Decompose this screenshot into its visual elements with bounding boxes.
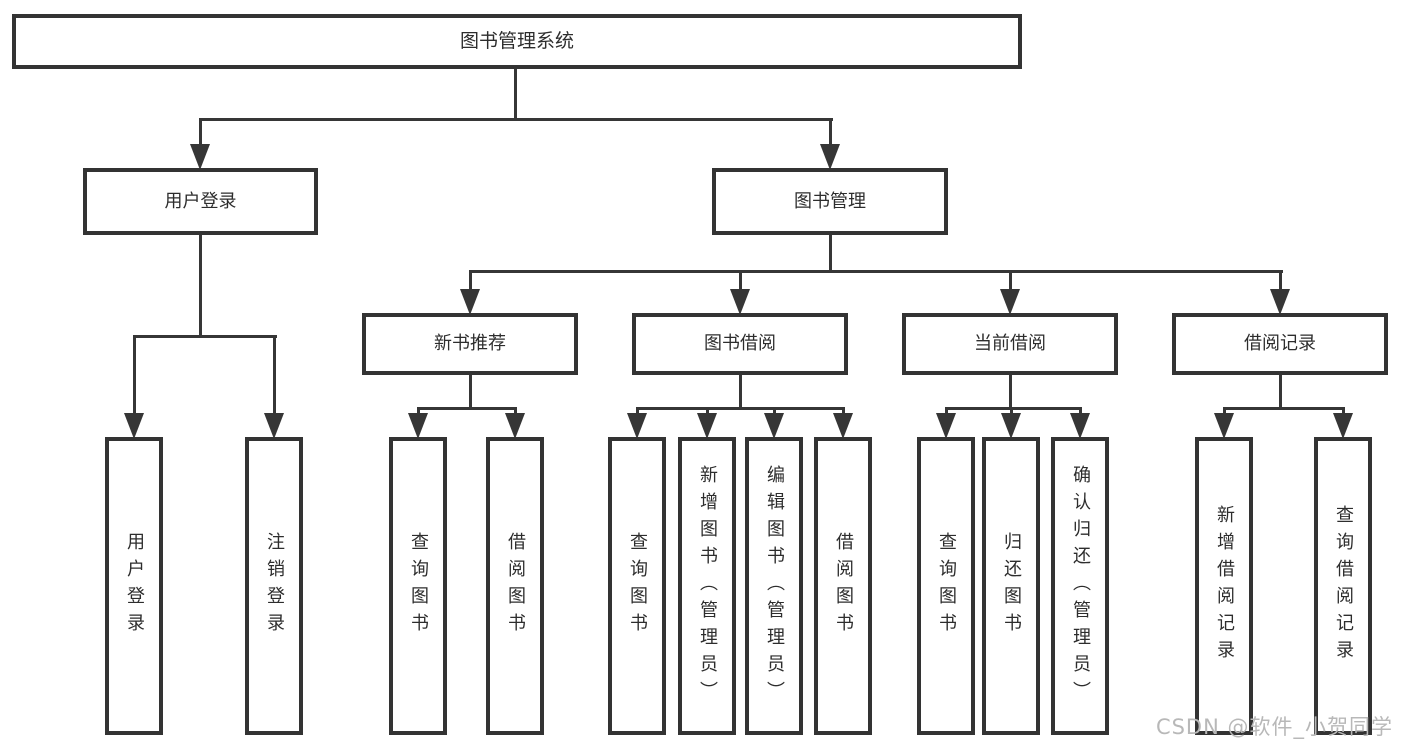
leaf-query-borrow-record-label: 查询借阅记录: [1333, 505, 1354, 667]
connector-line: [1009, 272, 1012, 291]
leaf-borrow-books-recommend-label: 借阅图书: [505, 532, 526, 640]
node-new-book-recommend: 新书推荐: [362, 313, 578, 375]
arrow-down-icon: [1270, 289, 1290, 315]
connector-line: [1079, 407, 1082, 414]
leaf-borrow-books-recommend: 借阅图书: [486, 437, 544, 735]
leaf-logout: 注销登录: [245, 437, 303, 735]
leaf-query-books-recommend: 查询图书: [389, 437, 447, 735]
connector-line: [273, 337, 276, 415]
connector-line: [1279, 375, 1282, 410]
leaf-query-books-borrowing-label: 查询图书: [627, 532, 648, 640]
connector-line: [417, 407, 517, 410]
leaf-query-books-current: 查询图书: [917, 437, 975, 735]
arrow-down-icon: [764, 413, 784, 439]
connector-line: [829, 235, 832, 273]
connector-line: [1223, 407, 1345, 410]
connector-line: [514, 69, 517, 120]
connector-line: [739, 272, 742, 291]
node-current-borrowing-label: 当前借阅: [974, 333, 1046, 355]
leaf-edit-book-admin-label: 编辑图书（管理员）: [764, 464, 785, 708]
leaf-borrow-books-borrowing: 借阅图书: [814, 437, 872, 735]
node-borrow-records: 借阅记录: [1172, 313, 1388, 375]
arrow-down-icon: [1070, 413, 1090, 439]
arrow-down-icon: [505, 413, 525, 439]
connector-line: [133, 335, 277, 338]
node-root: 图书管理系统: [12, 14, 1022, 69]
leaf-borrow-books-borrowing-label: 借阅图书: [833, 532, 854, 640]
connector-line: [773, 407, 776, 414]
arrow-down-icon: [1333, 413, 1353, 439]
connector-line: [199, 118, 833, 121]
node-new-book-recommend-label: 新书推荐: [434, 333, 506, 355]
node-current-borrowing: 当前借阅: [902, 313, 1118, 375]
leaf-logout-label: 注销登录: [264, 532, 285, 640]
connector-line: [199, 120, 202, 146]
connector-line: [945, 407, 1082, 410]
leaf-add-book-admin-label: 新增图书（管理员）: [697, 464, 718, 708]
connector-line: [1342, 407, 1345, 414]
connector-line: [417, 407, 420, 414]
connector-line: [469, 272, 472, 291]
connector-line: [636, 407, 639, 414]
connector-line: [842, 407, 845, 414]
leaf-edit-book-admin: 编辑图书（管理员）: [745, 437, 803, 735]
arrow-down-icon: [730, 289, 750, 315]
node-user-login: 用户登录: [83, 168, 318, 235]
leaf-return-books-label: 归还图书: [1001, 532, 1022, 640]
connector-line: [133, 337, 136, 415]
node-user-login-label: 用户登录: [164, 190, 237, 212]
connector-line: [1009, 375, 1012, 410]
leaf-query-books-recommend-label: 查询图书: [408, 532, 429, 640]
node-root-label: 图书管理系统: [459, 30, 574, 53]
node-book-management-label: 图书管理: [794, 190, 866, 212]
watermark: CSDN @软件_小贺同学: [1155, 715, 1393, 739]
leaf-confirm-return-admin: 确认归还（管理员）: [1051, 437, 1109, 735]
arrow-down-icon: [833, 413, 853, 439]
leaf-confirm-return-admin-label: 确认归还（管理员）: [1070, 464, 1091, 708]
node-book-borrowing-label: 图书借阅: [704, 333, 776, 355]
connector-line: [199, 235, 202, 338]
arrow-down-icon: [820, 144, 840, 170]
leaf-add-book-admin: 新增图书（管理员）: [678, 437, 736, 735]
connector-line: [1223, 407, 1226, 414]
leaf-query-books-borrowing: 查询图书: [608, 437, 666, 735]
connector-line: [514, 407, 517, 414]
arrow-down-icon: [1001, 413, 1021, 439]
connector-line: [1279, 272, 1282, 291]
node-borrow-records-label: 借阅记录: [1244, 333, 1316, 355]
connector-line: [469, 375, 472, 410]
arrow-down-icon: [627, 413, 647, 439]
arrow-down-icon: [124, 413, 144, 439]
node-book-management: 图书管理: [712, 168, 948, 235]
arrow-down-icon: [697, 413, 717, 439]
leaf-add-borrow-record-label: 新增借阅记录: [1214, 505, 1235, 667]
arrow-down-icon: [408, 413, 428, 439]
leaf-user-login: 用户登录: [105, 437, 163, 735]
connector-line: [469, 270, 1283, 273]
leaf-query-books-current-label: 查询图书: [936, 532, 957, 640]
leaf-return-books: 归还图书: [982, 437, 1040, 735]
connector-line: [739, 375, 742, 410]
leaf-user-login-label: 用户登录: [124, 532, 145, 640]
leaf-query-borrow-record: 查询借阅记录: [1314, 437, 1372, 735]
arrow-down-icon: [936, 413, 956, 439]
arrow-down-icon: [190, 144, 210, 170]
connector-line: [829, 120, 832, 146]
arrow-down-icon: [264, 413, 284, 439]
connector-line: [706, 407, 709, 414]
connector-line: [1010, 407, 1013, 414]
arrow-down-icon: [1000, 289, 1020, 315]
node-book-borrowing: 图书借阅: [632, 313, 848, 375]
connector-line: [945, 407, 948, 414]
arrow-down-icon: [1214, 413, 1234, 439]
arrow-down-icon: [460, 289, 480, 315]
leaf-add-borrow-record: 新增借阅记录: [1195, 437, 1253, 735]
connector-line: [636, 407, 845, 410]
